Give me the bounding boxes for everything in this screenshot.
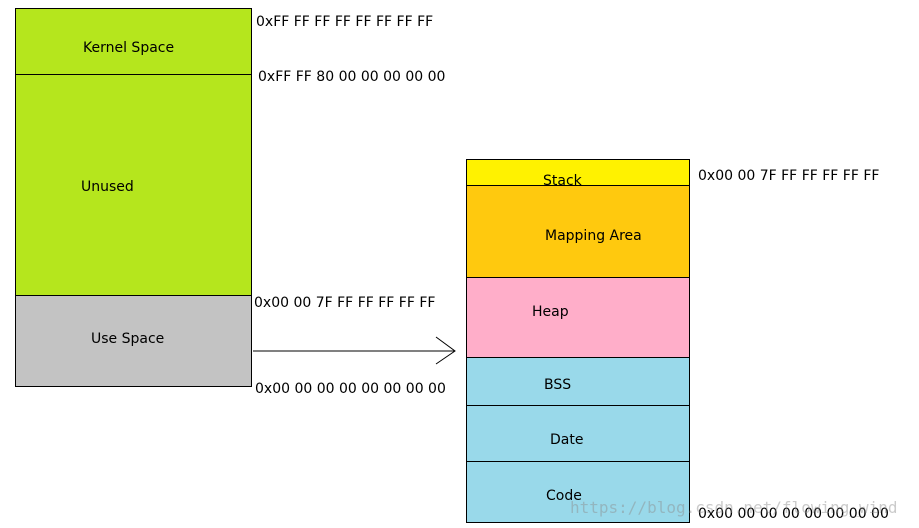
segment-label: Stack — [543, 173, 582, 189]
address-label: 0xFF FF 80 00 00 00 00 00 — [258, 69, 446, 85]
segment-label: Code — [546, 488, 582, 504]
user-space-segment: Use Space — [15, 295, 252, 387]
address-label: 0x00 00 00 00 00 00 00 00 — [255, 381, 446, 397]
address-label: 0x00 00 00 00 00 00 00 00 — [698, 506, 889, 522]
heap-segment: Heap — [466, 277, 690, 358]
mapping-area-segment: Mapping Area — [466, 185, 690, 278]
bss-segment: BSS — [466, 357, 690, 406]
segment-label: Date — [550, 432, 584, 448]
segment-label: Use Space — [91, 331, 165, 347]
address-label: 0x00 00 7F FF FF FF FF FF — [254, 295, 436, 311]
address-label: 0x00 00 7F FF FF FF FF FF — [698, 168, 880, 184]
kernel-space-segment: Kernel Space — [15, 8, 252, 75]
code-segment: Code — [466, 461, 690, 523]
segment-label: Mapping Area — [545, 228, 642, 244]
segment-label: Heap — [532, 304, 569, 320]
segment-label: BSS — [544, 377, 572, 393]
stack-segment: Stack — [466, 159, 690, 189]
address-label: 0xFF FF FF FF FF FF FF FF — [256, 14, 434, 30]
segment-label: Unused — [81, 179, 134, 195]
data-segment: Date — [466, 405, 690, 462]
arrow-head — [435, 336, 456, 365]
segment-label: Kernel Space — [83, 40, 175, 56]
unused-segment: Unused — [15, 74, 252, 296]
